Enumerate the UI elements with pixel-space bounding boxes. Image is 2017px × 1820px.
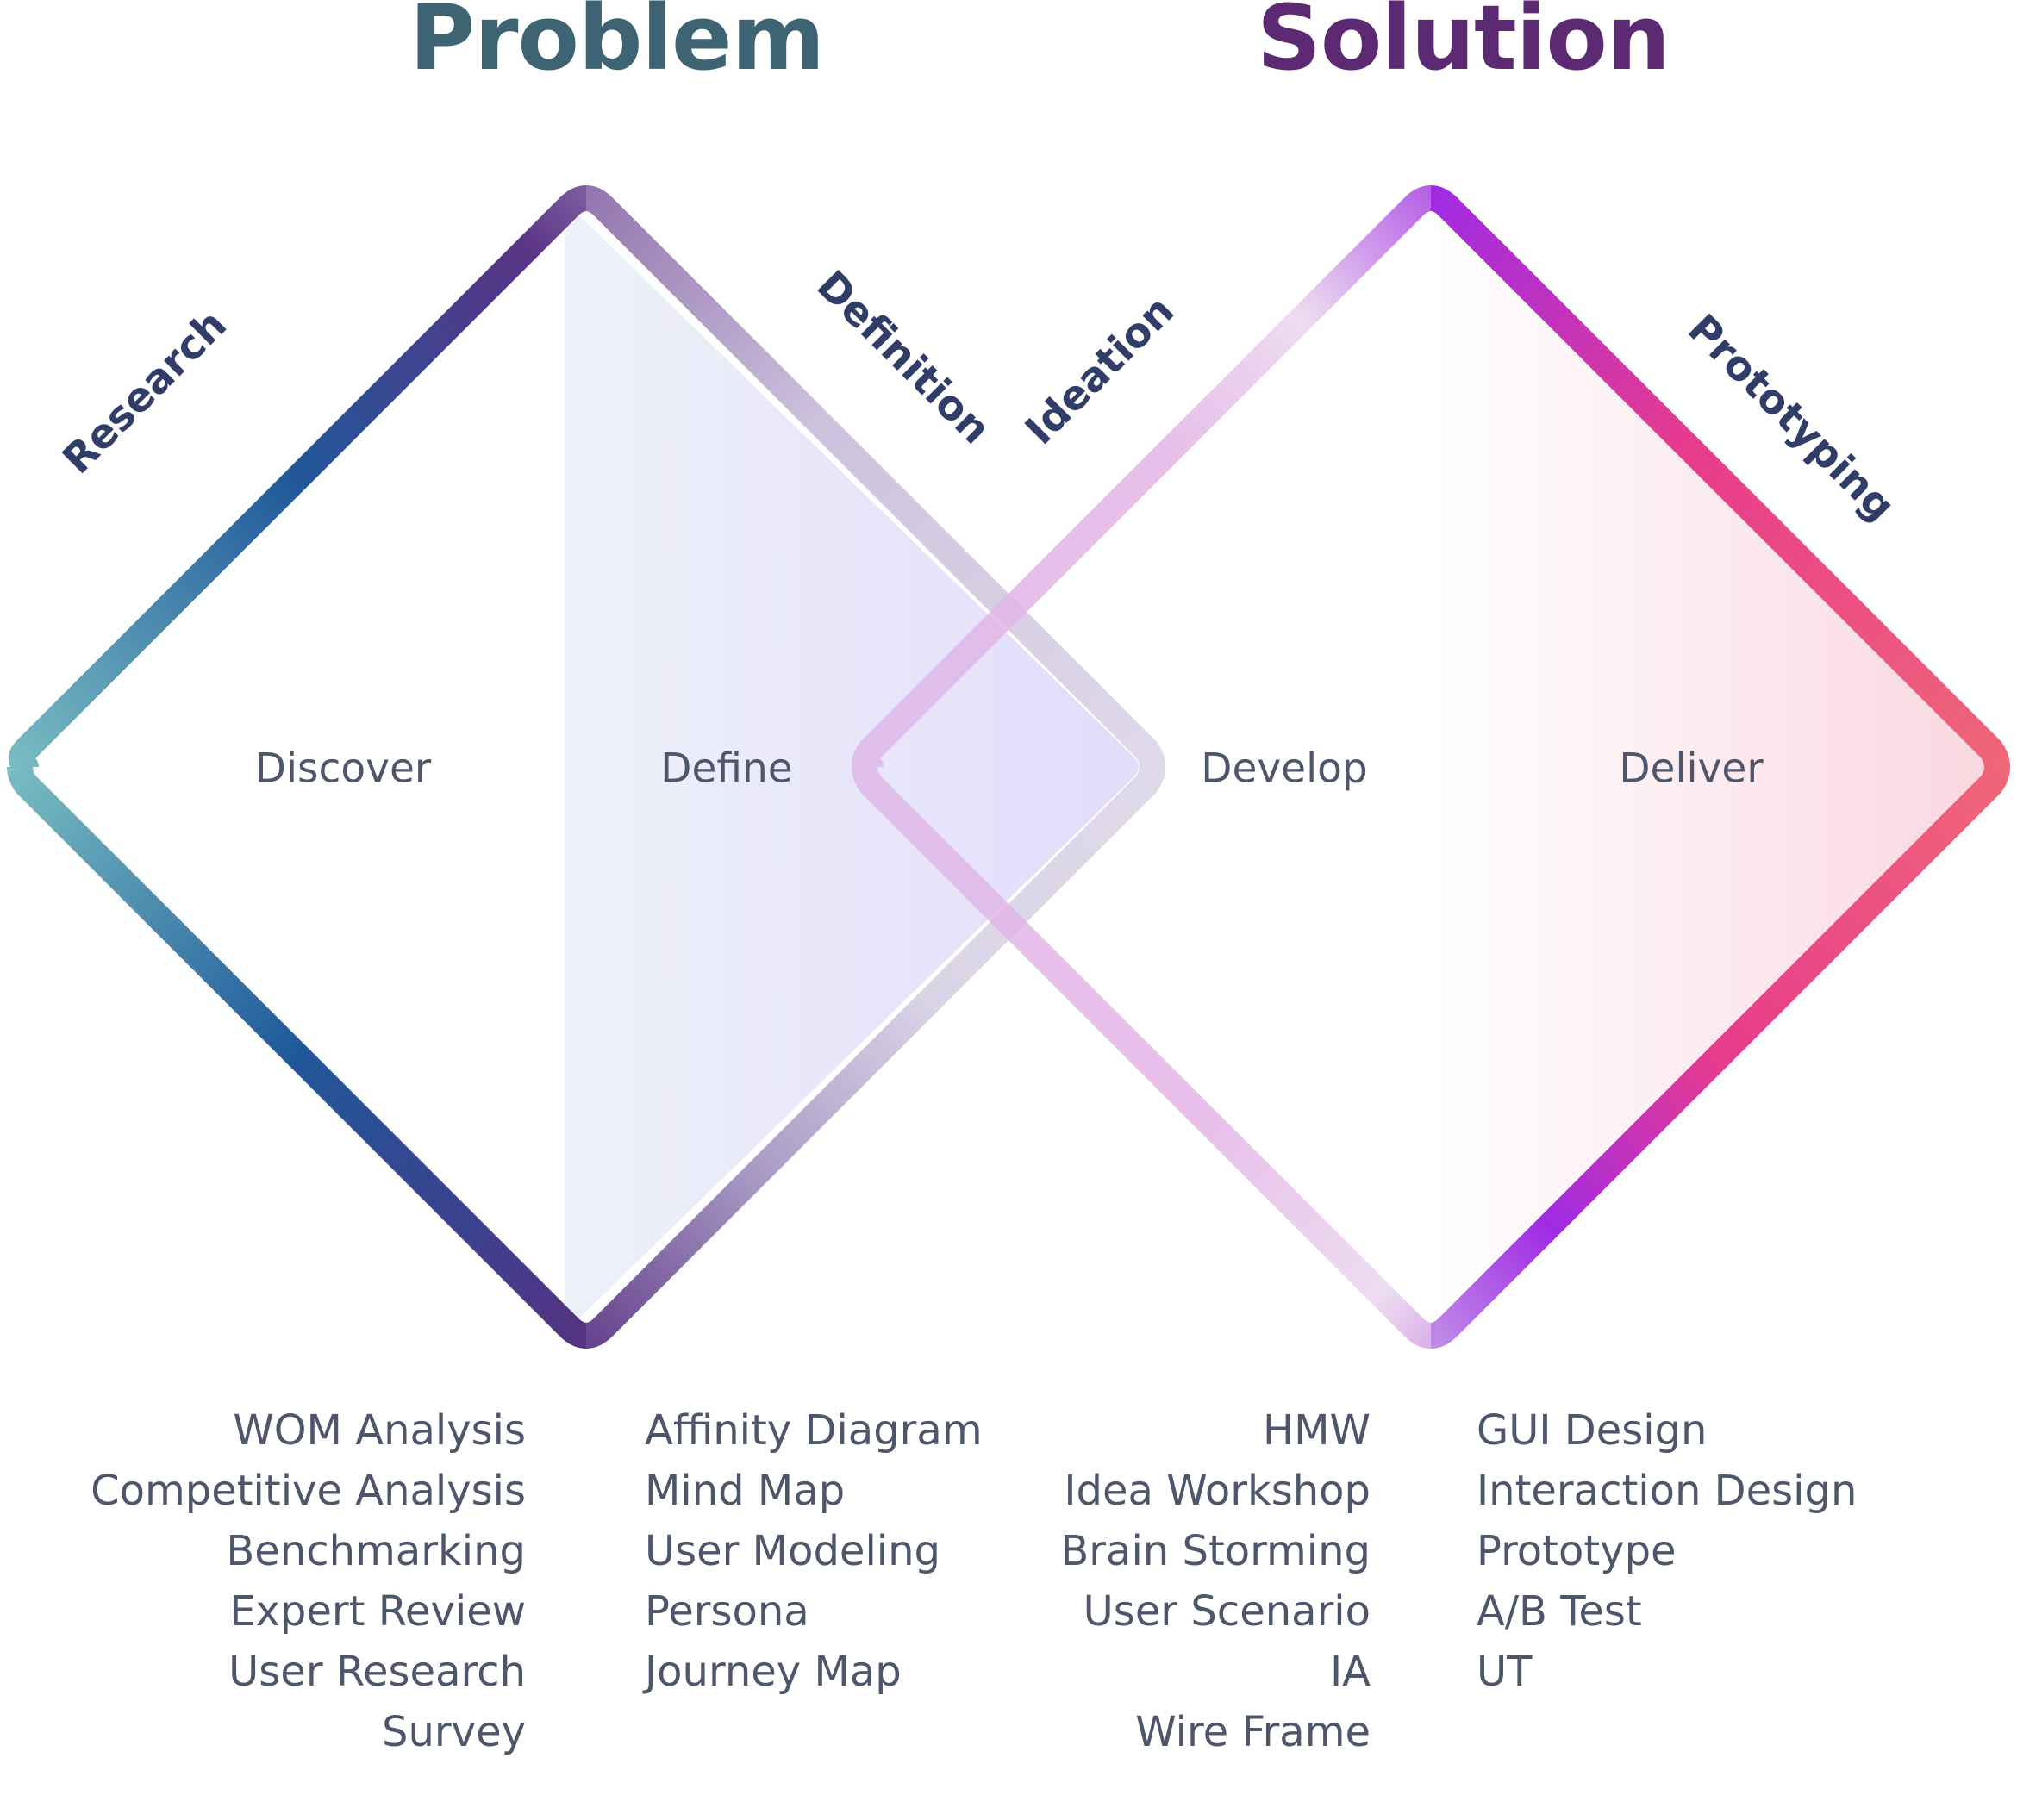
method-item: A/B Test: [1477, 1587, 1642, 1636]
method-item: Brain Storming: [1060, 1527, 1371, 1575]
deliver-area-fill: [1431, 211, 1992, 1323]
develop-methods-list: HMW Idea Workshop Brain Storming User Sc…: [1060, 1400, 1371, 1762]
deliver-methods-list: GUI Design Interaction Design Prototype …: [1477, 1400, 1857, 1702]
discover-methods-list: WOM Analysis Competitive Analysis Benchm…: [91, 1400, 526, 1762]
method-item: GUI Design: [1477, 1406, 1708, 1455]
method-item: User Research: [228, 1648, 526, 1696]
method-item: Survey: [382, 1708, 526, 1756]
solution-heading: Solution: [1257, 0, 1670, 90]
method-item: Journey Map: [645, 1648, 902, 1696]
define-methods-list: Affinity Diagram Mind Map User Modeling …: [645, 1400, 983, 1702]
method-item: User Scenario: [1083, 1587, 1371, 1636]
left-diamond-outline: [7, 185, 1165, 1349]
problem-heading: Problem: [409, 0, 825, 90]
define-area-fill: [565, 212, 1139, 1324]
phase-label-develop: Develop: [1201, 745, 1368, 793]
phase-label-deliver: Deliver: [1619, 745, 1764, 793]
method-item: Idea Workshop: [1064, 1467, 1371, 1515]
method-item: WOM Analysis: [233, 1406, 526, 1455]
method-item: IA: [1330, 1648, 1371, 1696]
method-item: User Modeling: [645, 1527, 941, 1575]
phase-label-define: Define: [660, 745, 793, 793]
method-item: Prototype: [1477, 1527, 1677, 1575]
method-item: Interaction Design: [1477, 1467, 1858, 1515]
method-item: Wire Frame: [1135, 1708, 1371, 1756]
method-item: Mind Map: [645, 1467, 846, 1515]
method-item: Competitive Analysis: [91, 1467, 526, 1515]
method-item: Persona: [645, 1587, 809, 1636]
method-item: HMW: [1263, 1406, 1371, 1455]
method-item: Expert Review: [229, 1587, 526, 1636]
phase-label-discover: Discover: [254, 745, 432, 793]
method-item: Affinity Diagram: [645, 1406, 983, 1455]
right-diamond-outline: [852, 185, 2010, 1349]
method-item: UT: [1477, 1648, 1533, 1696]
method-item: Benchmarking: [226, 1527, 526, 1575]
